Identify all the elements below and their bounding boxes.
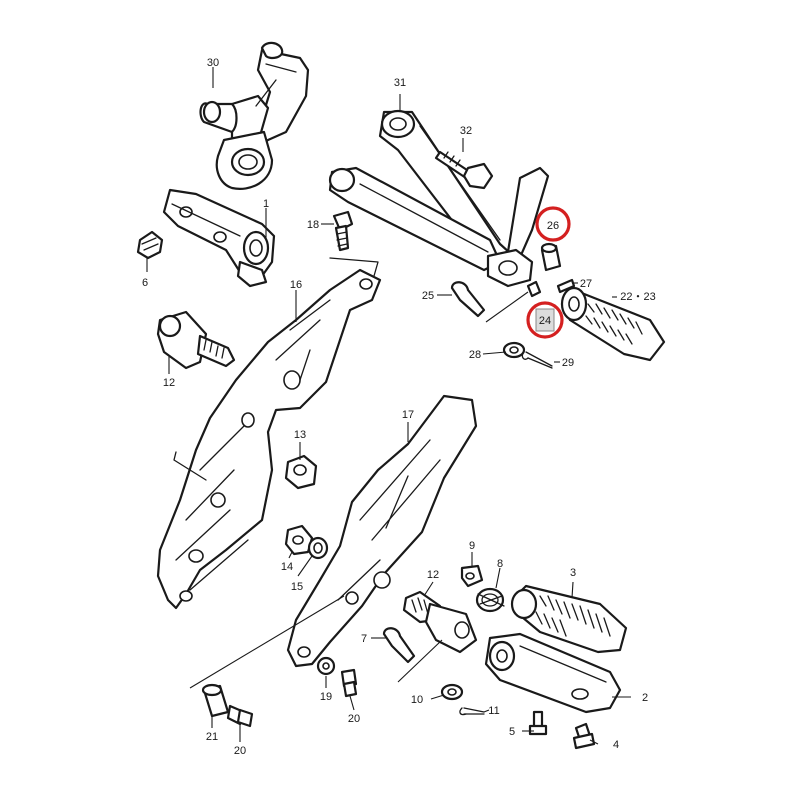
callout-26: 26 <box>547 220 559 232</box>
part-18-bolt <box>332 210 354 252</box>
callout-28: 28 <box>469 349 481 361</box>
callout-1: 1 <box>263 198 269 210</box>
callout-10: 10 <box>411 694 423 706</box>
callout-11: 11 <box>488 705 499 717</box>
callout-7: 7 <box>361 633 367 645</box>
callout-4: 4 <box>613 739 619 751</box>
callout-9: 9 <box>469 540 475 552</box>
part-16-bracket-plate <box>156 257 382 610</box>
part-29-cotter <box>521 351 553 369</box>
part-4-bolt <box>572 722 596 750</box>
callout-21: 21 <box>206 731 218 743</box>
part-26-highlight-ring <box>535 206 571 242</box>
callout-3: 3 <box>570 567 576 579</box>
part-11-cotter <box>459 707 485 716</box>
highlight-markers <box>526 206 571 339</box>
callout-13: 13 <box>294 429 306 441</box>
callout-20-left: 20 <box>234 745 246 757</box>
callout-31: 31 <box>394 77 406 89</box>
part-24-part <box>526 280 542 298</box>
part-27-pin <box>556 278 576 294</box>
part-17-bracket-plate <box>286 394 478 668</box>
callout-18: 18 <box>307 219 319 231</box>
callout-5: 5 <box>509 726 515 738</box>
callout-20-right: 20 <box>348 713 360 725</box>
callout-2: 2 <box>642 692 648 704</box>
part-28-washer <box>502 341 526 359</box>
part-9-bushing <box>460 564 484 588</box>
callout-17: 17 <box>402 409 414 421</box>
callout-27: 27 <box>580 278 592 290</box>
part-22-23-footpeg <box>560 286 666 362</box>
callout-15: 15 <box>291 581 303 593</box>
leader-lines <box>146 67 631 745</box>
part-15-washer <box>307 536 329 560</box>
callout-6: 6 <box>142 277 148 289</box>
part-32-bolt <box>434 150 494 190</box>
part-14-nut <box>284 524 314 556</box>
part-19-washer <box>316 656 336 676</box>
part-10-washer <box>440 683 464 701</box>
part-8-spring <box>475 587 505 613</box>
part-2-footpeg-body <box>484 632 622 714</box>
callout-30: 30 <box>207 57 219 69</box>
callout-24: 24 <box>539 315 551 327</box>
callout-19: 19 <box>320 691 332 703</box>
part-6-bolt <box>136 230 164 260</box>
part-12-pivot-upper <box>156 310 236 370</box>
part-7-pin <box>382 627 416 664</box>
part-24-highlight-box <box>535 308 555 332</box>
part-21-collar <box>201 683 230 718</box>
part-3-footpeg <box>510 584 628 654</box>
callout-16: 16 <box>290 279 302 291</box>
callout-22-23: 22・23 <box>620 291 655 303</box>
callout-12-upper: 12 <box>163 377 175 389</box>
callout-labels: 30 1 6 18 31 32 26 27 22・23 25 24 16 28 … <box>142 57 656 757</box>
callout-12-lower: 12 <box>427 569 439 581</box>
part-24-highlight-ring <box>526 301 564 339</box>
part-26-bushing <box>540 242 562 272</box>
callout-29: 29 <box>562 357 574 369</box>
callout-14: 14 <box>281 561 293 573</box>
part-20-bolt-right <box>340 668 358 698</box>
callout-8: 8 <box>497 558 503 570</box>
callout-25: 25 <box>422 290 434 302</box>
callout-32: 32 <box>460 125 472 137</box>
part-12-pivot-lower <box>402 590 478 654</box>
part-1-holder <box>162 188 276 288</box>
part-30-bracket <box>199 41 310 190</box>
part-13-nut <box>284 454 318 490</box>
part-20-bolt-left <box>226 704 254 728</box>
part-25-pin <box>450 281 486 318</box>
part-31-arm <box>328 109 550 288</box>
